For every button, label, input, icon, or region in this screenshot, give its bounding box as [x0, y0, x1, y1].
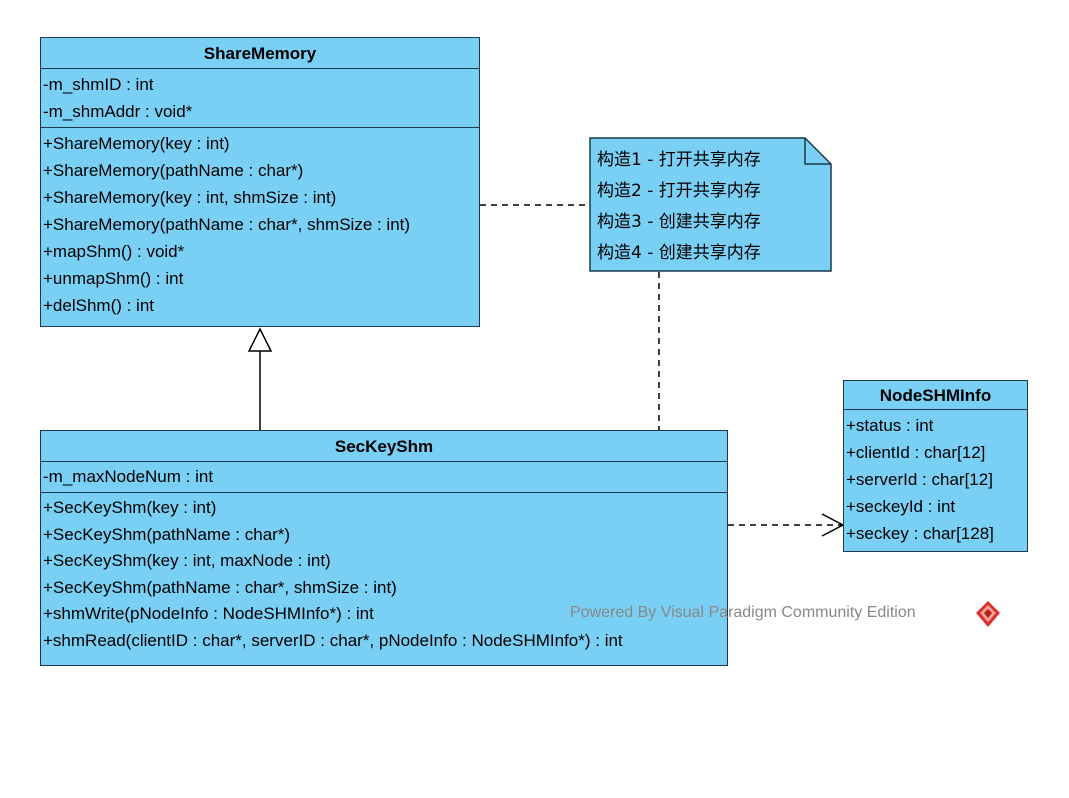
class-sharememory[interactable]: ShareMemory -m_shmID : int -m_shmAddr : …	[40, 37, 480, 327]
operation: +ShareMemory(key : int)	[43, 134, 230, 153]
class-name: ShareMemory	[41, 38, 479, 69]
visual-paradigm-logo-icon	[976, 601, 1000, 627]
operation: +ShareMemory(key : int, shmSize : int)	[43, 188, 337, 207]
operations-section: +SecKeyShm(key : int) +SecKeyShm(pathNam…	[41, 493, 727, 654]
operation: +SecKeyShm(pathName : char*)	[43, 524, 291, 544]
operation: +mapShm() : void*	[43, 242, 185, 261]
attribute: +serverId : char[12]	[846, 470, 993, 489]
attributes-section: -m_maxNodeNum : int	[41, 462, 727, 493]
attribute: +status : int	[846, 416, 934, 435]
class-seckeyshm[interactable]: SecKeyShm -m_maxNodeNum : int +SecKeyShm…	[40, 430, 728, 666]
attributes-section: -m_shmID : int -m_shmAddr : void*	[41, 69, 479, 128]
operations-section: +ShareMemory(key : int) +ShareMemory(pat…	[41, 128, 479, 319]
operation: +SecKeyShm(key : int)	[43, 498, 217, 517]
note-line: 构造3 - 创建共享内存	[597, 212, 761, 232]
attribute: +seckey : char[128]	[846, 524, 994, 543]
class-nodeshminfo[interactable]: NodeSHMInfo +status : int +clientId : ch…	[843, 380, 1028, 552]
watermark-text: Powered By Visual Paradigm Community Edi…	[570, 604, 916, 621]
attribute: -m_shmID : int	[43, 75, 154, 94]
operation: +ShareMemory(pathName : char*)	[43, 161, 304, 180]
note-line: 构造2 - 打开共享内存	[597, 181, 761, 201]
attribute: +clientId : char[12]	[846, 443, 986, 462]
operation: +shmWrite(pNodeInfo : NodeSHMInfo*) : in…	[43, 604, 374, 623]
class-name: SecKeyShm	[41, 431, 727, 462]
operation: +ShareMemory(pathName : char*, shmSize :…	[43, 215, 411, 234]
attribute: +seckeyId : int	[846, 497, 956, 516]
operation: +unmapShm() : int	[43, 269, 184, 288]
attribute: -m_maxNodeNum : int	[43, 467, 214, 486]
operation: +SecKeyShm(key : int, maxNode : int)	[43, 551, 331, 570]
operation: +shmRead(clientID : char*, serverID : ch…	[43, 630, 623, 650]
note-shape	[589, 137, 832, 272]
attribute: -m_shmAddr : void*	[43, 102, 193, 121]
operation: +SecKeyShm(pathName : char*, shmSize : i…	[43, 577, 397, 597]
generalization-arrowhead	[247, 327, 273, 352]
watermark: Powered By Visual Paradigm Community Edi…	[570, 601, 1000, 627]
operation: +delShm() : int	[43, 296, 155, 315]
note-line: 构造1 - 打开共享内存	[597, 150, 761, 170]
note[interactable]: 构造1 - 打开共享内存 构造2 - 打开共享内存 构造3 - 创建共享内存 构…	[589, 137, 832, 272]
class-name: NodeSHMInfo	[844, 381, 1027, 410]
note-line: 构造4 - 创建共享内存	[597, 243, 761, 263]
attributes-section: +status : int +clientId : char[12] +serv…	[844, 410, 1027, 547]
